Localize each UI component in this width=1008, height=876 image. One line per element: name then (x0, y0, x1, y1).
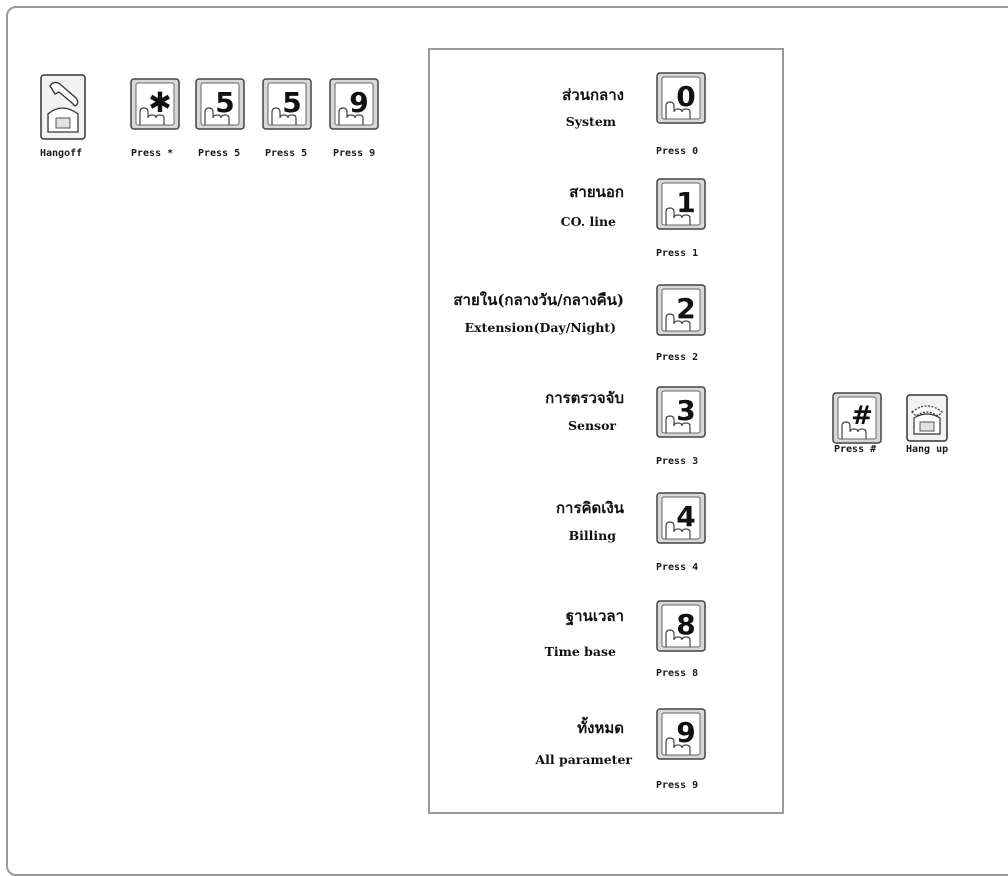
five-key-icon: 5 (262, 78, 312, 130)
five-key-symbol: 5 (215, 86, 234, 119)
option-label-en: Billing (568, 528, 616, 543)
option-label-th: ส่วนกลาง (562, 86, 624, 104)
press-hash-caption: Press # (834, 444, 877, 455)
three-key-icon: 3 (656, 386, 706, 438)
option-label-en: CO. line (560, 214, 616, 229)
hash-key-symbol: # (851, 401, 873, 431)
one-key-icon: 1 (656, 178, 706, 230)
nine-key-symbol: 9 (349, 86, 368, 119)
eight-key-icon: 8 (656, 600, 706, 652)
hang-up-caption: Hang up (906, 444, 949, 455)
option-label-en: Time base (544, 644, 616, 659)
option-press-caption: Press 3 (656, 456, 699, 467)
nine-key-icon: 9 (329, 78, 379, 130)
hangoff-caption: Hangoff (40, 148, 83, 159)
option-label-th: การตรวจจับ (545, 389, 624, 407)
option-label-en: Sensor (567, 418, 616, 433)
option-press-caption: Press 9 (656, 780, 699, 791)
option-label-th: สายใน(กลางวัน/กลางคืน) (453, 291, 624, 309)
option-press-caption: Press 8 (656, 668, 699, 679)
svg-text:9: 9 (676, 716, 695, 749)
star-key-icon: ✱ (130, 78, 180, 130)
svg-text:0: 0 (676, 80, 695, 113)
option-label-en: All parameter (535, 752, 632, 767)
five-key-symbol: 5 (282, 86, 301, 119)
nine-key-icon: 9 (656, 708, 706, 760)
four-key-icon: 4 (656, 492, 706, 544)
option-label-th: สายนอก (569, 183, 624, 201)
option-press-caption: Press 4 (656, 562, 699, 573)
option-label-th: การคิดเงิน (555, 499, 624, 517)
option-press-caption: Press 1 (656, 248, 699, 259)
two-key-icon: 2 (656, 284, 706, 336)
svg-text:8: 8 (676, 608, 695, 641)
press-9-caption: Press 9 (333, 148, 376, 159)
option-press-caption: Press 0 (656, 146, 699, 157)
option-label-en: System (565, 114, 616, 129)
press-star-caption: Press * (131, 148, 174, 159)
svg-text:4: 4 (676, 500, 695, 533)
svg-text:3: 3 (676, 394, 695, 427)
hash-key-icon: # (832, 392, 882, 444)
star-key-symbol: ✱ (148, 86, 171, 119)
zero-key-icon: 0 (656, 72, 706, 124)
svg-text:1: 1 (676, 186, 695, 219)
handset-on-hook-icon (906, 394, 948, 442)
option-label-en: Extension(Day/Night) (464, 320, 616, 335)
svg-text:2: 2 (676, 292, 695, 325)
option-label-th: ทั้งหมด (577, 719, 624, 737)
options-panel (428, 48, 784, 814)
handset-off-hook-icon (40, 74, 86, 140)
press-5-caption: Press 5 (198, 148, 241, 159)
option-label-th: ฐานเวลา (565, 607, 624, 625)
five-key-icon: 5 (195, 78, 245, 130)
option-press-caption: Press 2 (656, 352, 699, 363)
press-5-caption: Press 5 (265, 148, 308, 159)
